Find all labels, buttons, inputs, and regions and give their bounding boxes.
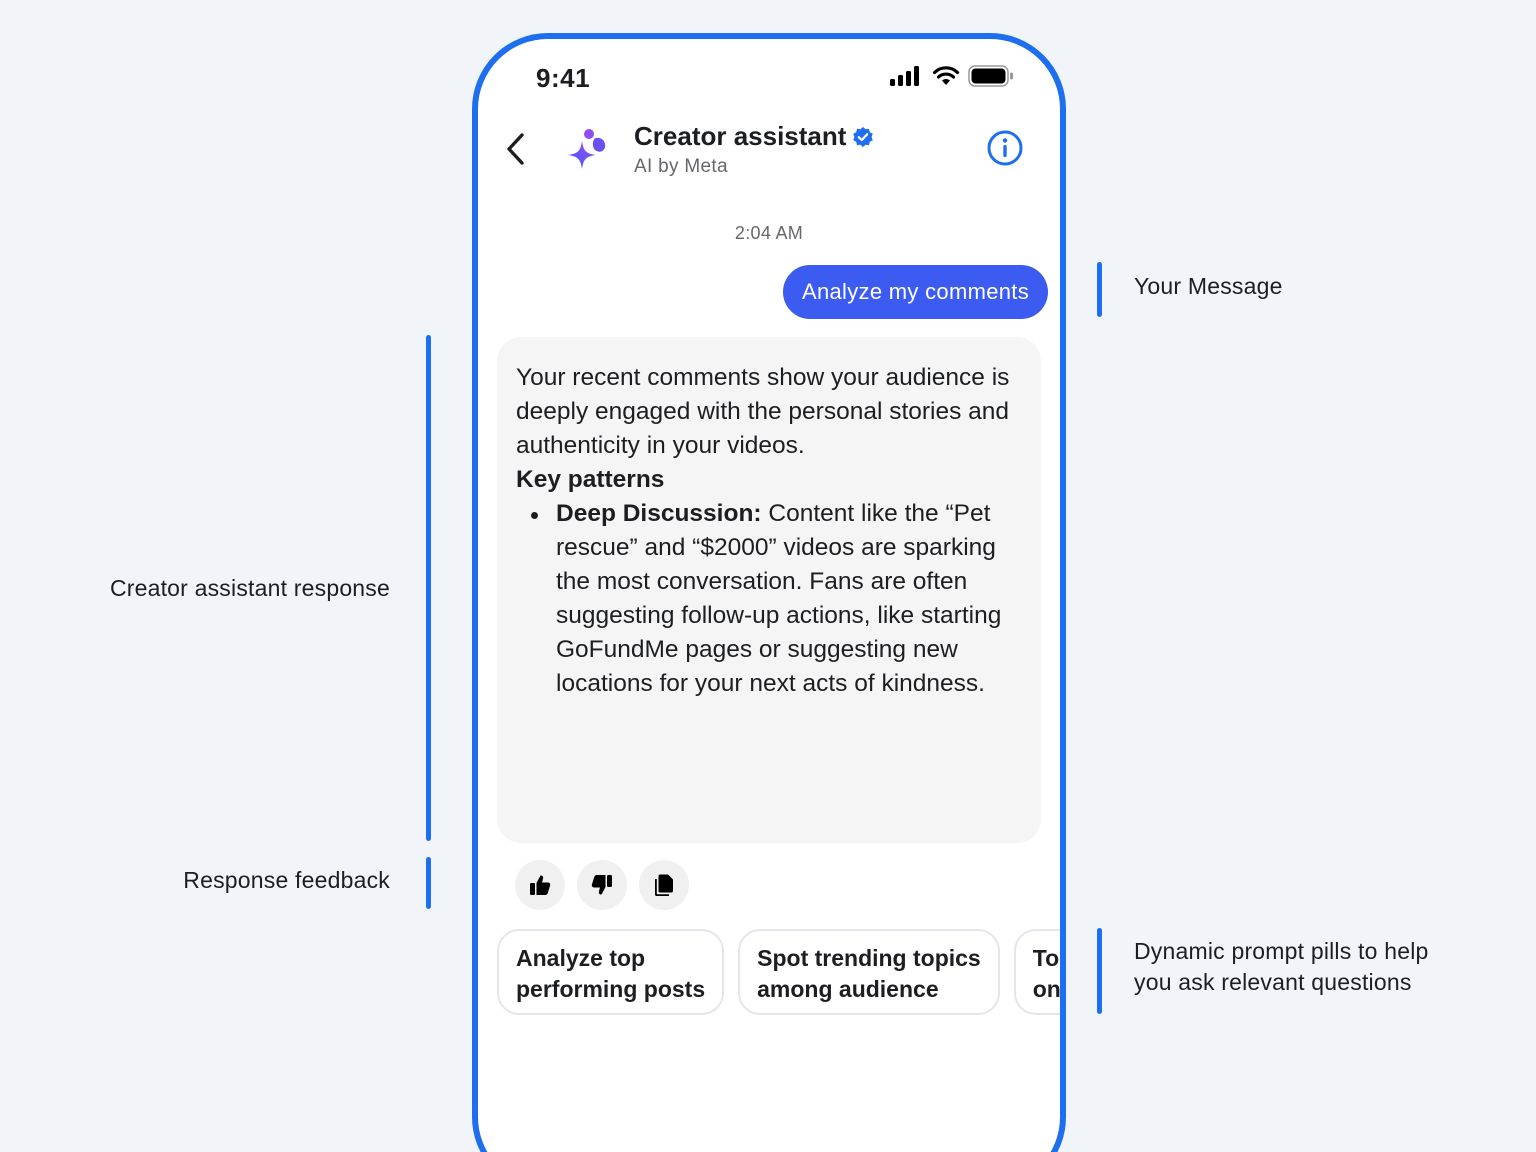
- prompt-pill-analyze-top-posts[interactable]: Analyze top performing posts: [497, 929, 725, 1015]
- pill-line: among audience: [757, 976, 939, 1002]
- header-title-row: Creator assistant: [634, 121, 874, 152]
- prompt-pills-row: Analyze top performing posts Spot trendi…: [497, 929, 1061, 1015]
- response-feedback-annotation: Response feedback: [183, 867, 390, 893]
- phone-frame: 9:41 Cr: [472, 33, 1066, 1152]
- thumbs-down-button[interactable]: [577, 860, 627, 910]
- prompt-pills-annotation: Dynamic prompt pills to help you ask rel…: [1134, 936, 1429, 998]
- bullet-label: Deep Discussion:: [556, 500, 762, 527]
- user-message-bubble: Analyze my comments: [783, 265, 1048, 319]
- pill-line: on: [1032, 976, 1061, 1002]
- copy-button[interactable]: [639, 860, 689, 910]
- assistant-response-annotation: Creator assistant response: [109, 575, 390, 601]
- assistant-bullet-list: Deep Discussion: Content like the “Pet r…: [516, 497, 1022, 701]
- pill-line: To: [1032, 945, 1060, 971]
- copy-icon: [655, 874, 673, 896]
- thumbs-down-icon: [591, 875, 612, 895]
- bullet-text: Content like the “Pet rescue” and “$2000…: [556, 500, 1002, 697]
- assistant-response-marker: [426, 335, 431, 841]
- response-feedback-marker: [426, 857, 431, 909]
- pill-line: Spot trending topics: [757, 945, 981, 971]
- response-feedback-row: [515, 860, 689, 910]
- pill-line: performing posts: [516, 976, 706, 1002]
- your-message-annotation: Your Message: [1134, 273, 1283, 299]
- prompt-pills-marker: [1097, 928, 1102, 1014]
- assistant-section-heading: Key patterns: [516, 466, 665, 493]
- prompt-pills-annotation-line2: you ask relevant questions: [1134, 969, 1412, 995]
- prompt-pill-partial[interactable]: To on: [1013, 929, 1061, 1015]
- chat-title: Creator assistant: [634, 121, 847, 151]
- battery-icon: [968, 65, 1013, 87]
- your-message-marker: [1097, 262, 1102, 317]
- info-icon[interactable]: [986, 129, 1024, 167]
- assistant-message-bubble: Your recent comments show your audience …: [497, 337, 1041, 843]
- pill-line: Analyze top: [516, 945, 646, 971]
- assistant-intro-text: Your recent comments show your audience …: [516, 364, 1010, 459]
- cellular-signal-icon: [890, 66, 919, 86]
- list-item: Deep Discussion: Content like the “Pet r…: [531, 497, 1022, 701]
- thumbs-up-icon: [530, 875, 551, 895]
- creator-assistant-logo-icon: [568, 129, 606, 169]
- prompt-pills-annotation-line1: Dynamic prompt pills to help: [1134, 938, 1429, 964]
- thumbs-up-button[interactable]: [515, 860, 565, 910]
- verified-badge-icon: [853, 126, 874, 147]
- status-icons: [890, 65, 1014, 87]
- message-timestamp: 2:04 AM: [734, 223, 804, 243]
- chat-subtitle: AI by Meta: [634, 156, 728, 177]
- status-time: 9:41: [536, 63, 591, 93]
- wifi-icon: [932, 66, 960, 85]
- back-arrow-icon[interactable]: [502, 131, 532, 167]
- prompt-pill-spot-trending-topics[interactable]: Spot trending topics among audience: [738, 929, 1000, 1015]
